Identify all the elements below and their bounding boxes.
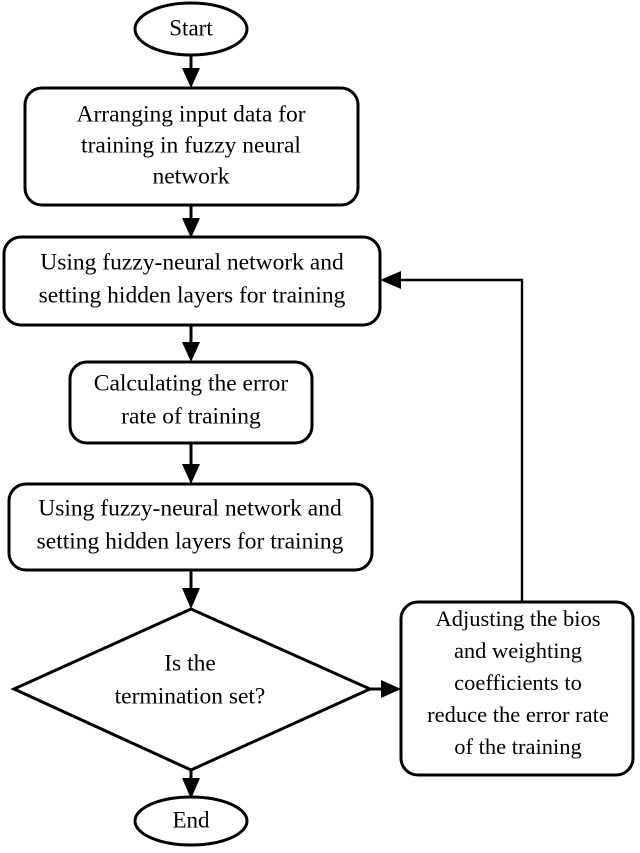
end-ellipse[interactable] (133, 795, 249, 847)
arranging-box[interactable] (23, 86, 360, 207)
using-second-box[interactable] (7, 482, 374, 572)
arrow-head-icon (182, 588, 200, 609)
edge-adjusting-feedback-to-using-first (380, 271, 524, 602)
arrow-head-icon (381, 680, 401, 698)
arranging-line-1: Arranging input data for (76, 101, 305, 127)
adjusting-line-2: and weighting (454, 638, 582, 663)
adjusting-box[interactable] (399, 600, 635, 777)
edge-polyline (397, 278, 524, 602)
arrow-head-icon (380, 271, 401, 289)
edge-calculating-to-using-second (182, 443, 200, 484)
node-calculating-error-rate[interactable]: Calculating the error rate of training (68, 360, 314, 445)
node-using-fuzzy-neural-second[interactable]: Using fuzzy-neural network and setting h… (7, 482, 374, 572)
arrow-head-icon (182, 464, 200, 484)
node-decision-termination[interactable]: Is the termination set? (10, 607, 374, 772)
end-label: End (172, 807, 210, 832)
arrow-head-icon (182, 342, 200, 362)
decision-line-1: Is the (164, 650, 216, 676)
edge-using-first-to-calculating (182, 325, 200, 362)
node-arranging-input-data[interactable]: Arranging input data for training in fuz… (23, 86, 360, 207)
calculating-line-1: Calculating the error (94, 370, 289, 396)
arranging-line-2: training in fuzzy neural (81, 132, 301, 158)
arrow-head-icon (182, 778, 200, 799)
adjusting-line-4: reduce the error rate (427, 702, 609, 727)
arranging-line-3: network (152, 163, 229, 189)
decision-diamond[interactable] (10, 607, 374, 772)
edge-start-to-arranging (182, 55, 200, 88)
edge-decision-to-end (182, 770, 200, 799)
adjusting-line-5: of the training (454, 734, 581, 759)
start-ellipse[interactable] (133, 1, 249, 57)
adjusting-line-1: Adjusting the bios (435, 606, 600, 631)
arrow-head-icon (182, 68, 200, 88)
using-first-line-2: setting hidden layers for training (39, 282, 346, 308)
start-label: Start (169, 15, 213, 40)
using-second-line-2: setting hidden layers for training (37, 528, 344, 554)
using-second-line-1: Using fuzzy-neural network and (38, 495, 342, 521)
edge-decision-to-adjusting (370, 680, 401, 698)
adjusting-line-3: coefficients to (454, 670, 582, 695)
node-adjusting-bios-weights[interactable]: Adjusting the bios and weighting coeffic… (399, 600, 635, 777)
using-first-line-1: Using fuzzy-neural network and (40, 249, 344, 275)
using-first-box[interactable] (2, 235, 382, 327)
edge-using-second-to-decision (182, 570, 200, 609)
decision-line-2: termination set? (115, 683, 266, 709)
calculating-line-2: rate of training (121, 403, 261, 429)
calculating-box[interactable] (68, 360, 314, 445)
node-start[interactable]: Start (133, 1, 249, 57)
node-end[interactable]: End (133, 795, 249, 847)
edge-arranging-to-using-first (182, 205, 200, 238)
arrow-head-icon (182, 218, 200, 238)
node-using-fuzzy-neural-first[interactable]: Using fuzzy-neural network and setting h… (2, 235, 382, 327)
